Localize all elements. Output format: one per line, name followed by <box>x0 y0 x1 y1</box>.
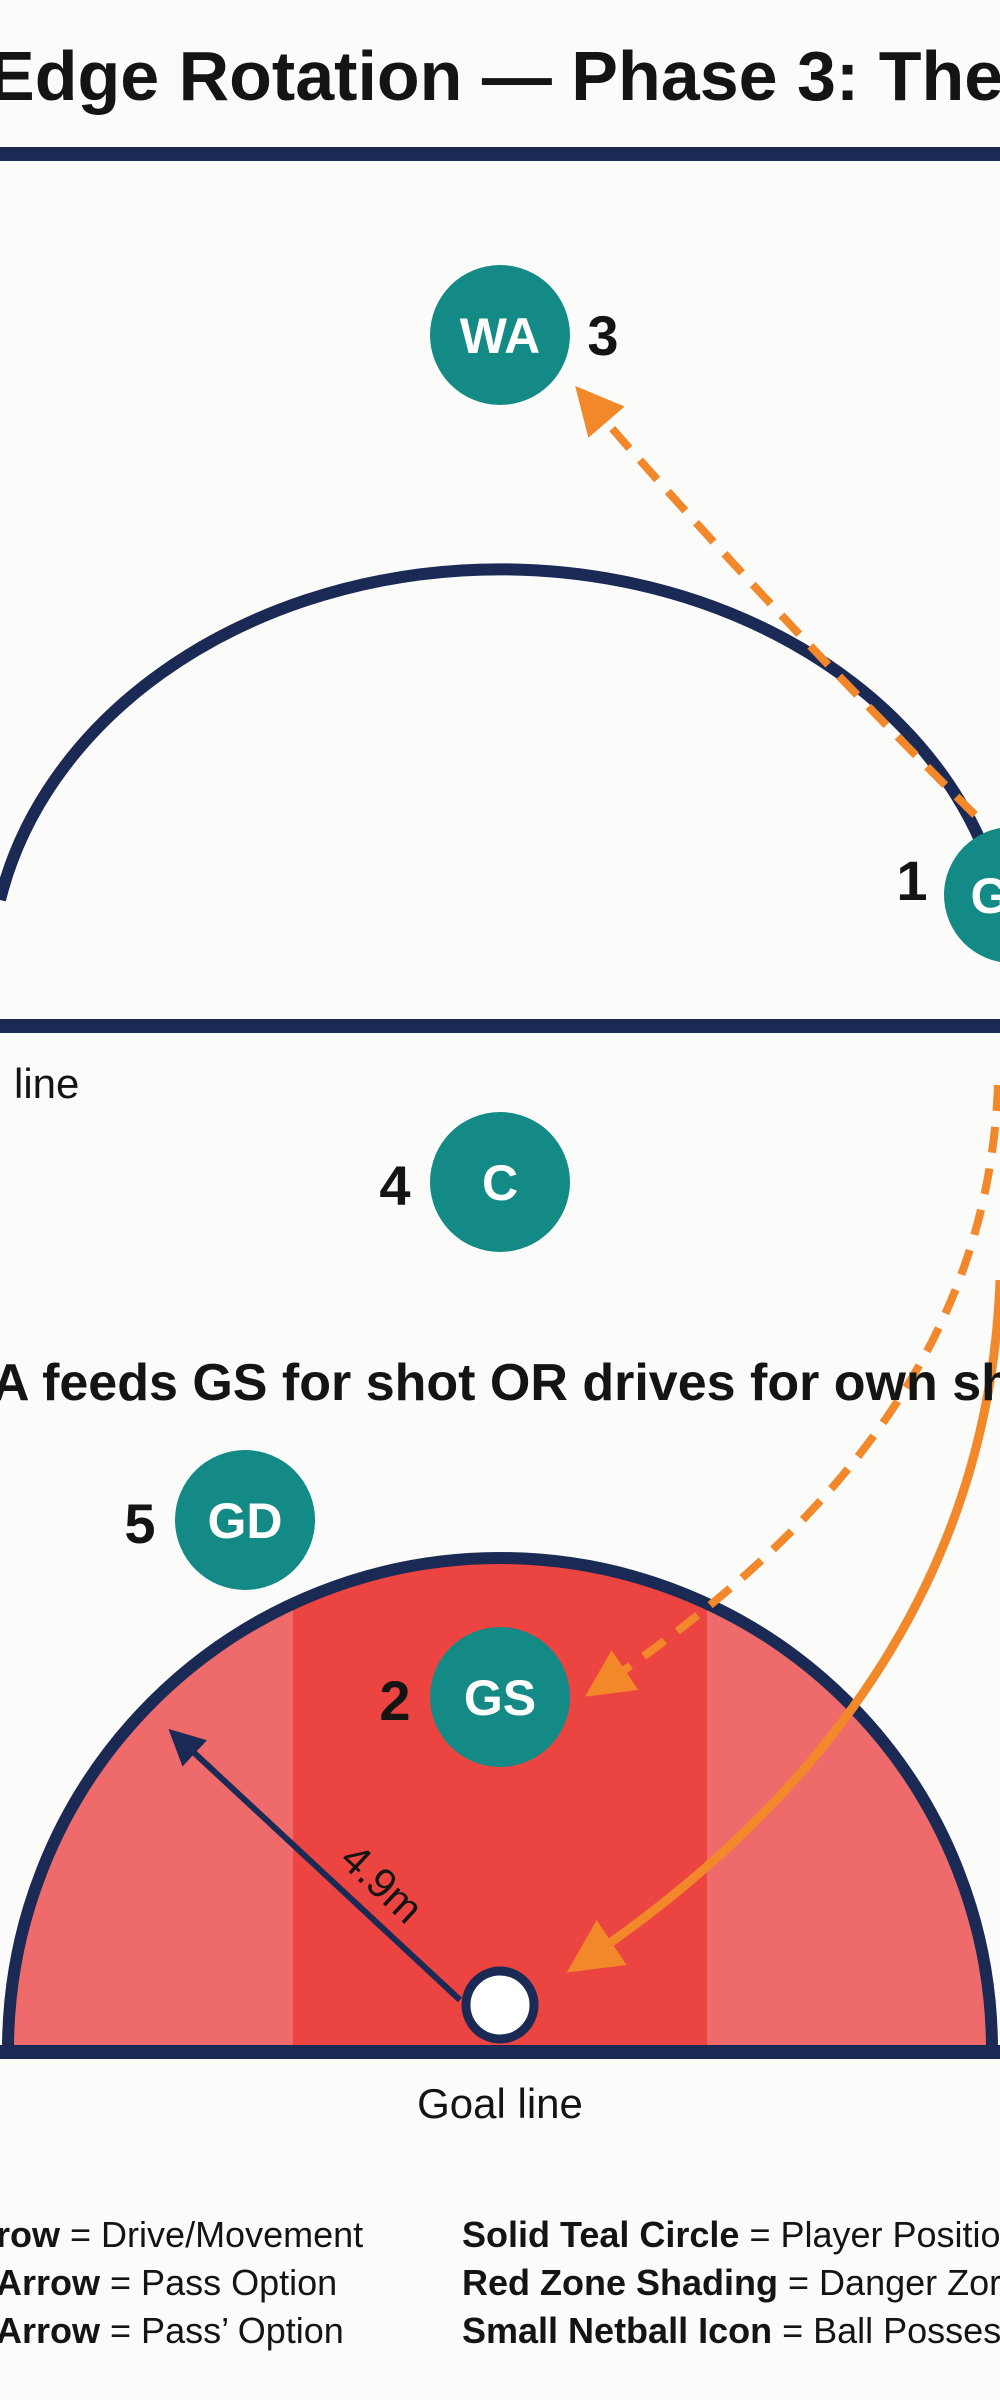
pass-arrow-g-to-wa <box>575 385 978 818</box>
radius-arrow <box>168 1728 463 2003</box>
player-gs-marker <box>430 1627 570 1767</box>
player-c: C 4 <box>379 1112 570 1252</box>
drive-arrow-to-goal <box>566 1279 1000 1973</box>
player-wa-role: WA <box>460 308 541 364</box>
player-wa-number: 3 <box>587 304 618 367</box>
goal-post-icon <box>461 1966 539 2044</box>
player-c-marker <box>430 1112 570 1252</box>
legend-left-1: row = Drive/Movement <box>0 2214 363 2255</box>
pass-arrow-g-to-gs <box>585 1084 1000 1697</box>
player-gd: GD 5 <box>124 1450 315 1590</box>
legend-right-3: Small Netball Icon = Ball Posses <box>462 2310 1000 2351</box>
phase-caption: A feeds GS for shot OR drives for own sh <box>0 1354 1000 1412</box>
player-gd-marker <box>175 1450 315 1590</box>
legend-left-2: Arrow = Pass Option <box>0 2262 337 2303</box>
legend-right-2: Red Zone Shading = Danger Zor <box>462 2262 1000 2303</box>
upper-arc <box>0 563 986 902</box>
legend-right-1: Solid Teal Circle = Player Positio <box>462 2214 1000 2255</box>
player-g-number: 1 <box>896 849 927 912</box>
player-g-role: G <box>971 868 1000 924</box>
player-gs: GS 2 <box>379 1627 570 1767</box>
player-wa: WA 3 <box>430 265 619 405</box>
player-gd-number: 5 <box>124 1492 155 1555</box>
player-c-role: C <box>482 1155 518 1211</box>
player-c-number: 4 <box>379 1154 410 1217</box>
player-g-marker <box>944 828 1000 962</box>
player-gs-number: 2 <box>379 1669 410 1732</box>
page-title: Edge Rotation — Phase 3: The <box>0 37 1000 115</box>
transverse-line-label: line <box>14 1060 79 1107</box>
player-wa-marker <box>430 265 570 405</box>
legend: row = Drive/Movement Arrow = Pass Option… <box>0 2214 1000 2351</box>
shooting-circle <box>2 1552 998 2051</box>
player-g: G 1 <box>896 828 1000 962</box>
goal-line-label: Goal line <box>417 2080 583 2127</box>
player-gd-role: GD <box>208 1493 283 1549</box>
player-gs-role: GS <box>464 1670 536 1726</box>
legend-left-3: Arrow = Pass’ Option <box>0 2310 344 2351</box>
